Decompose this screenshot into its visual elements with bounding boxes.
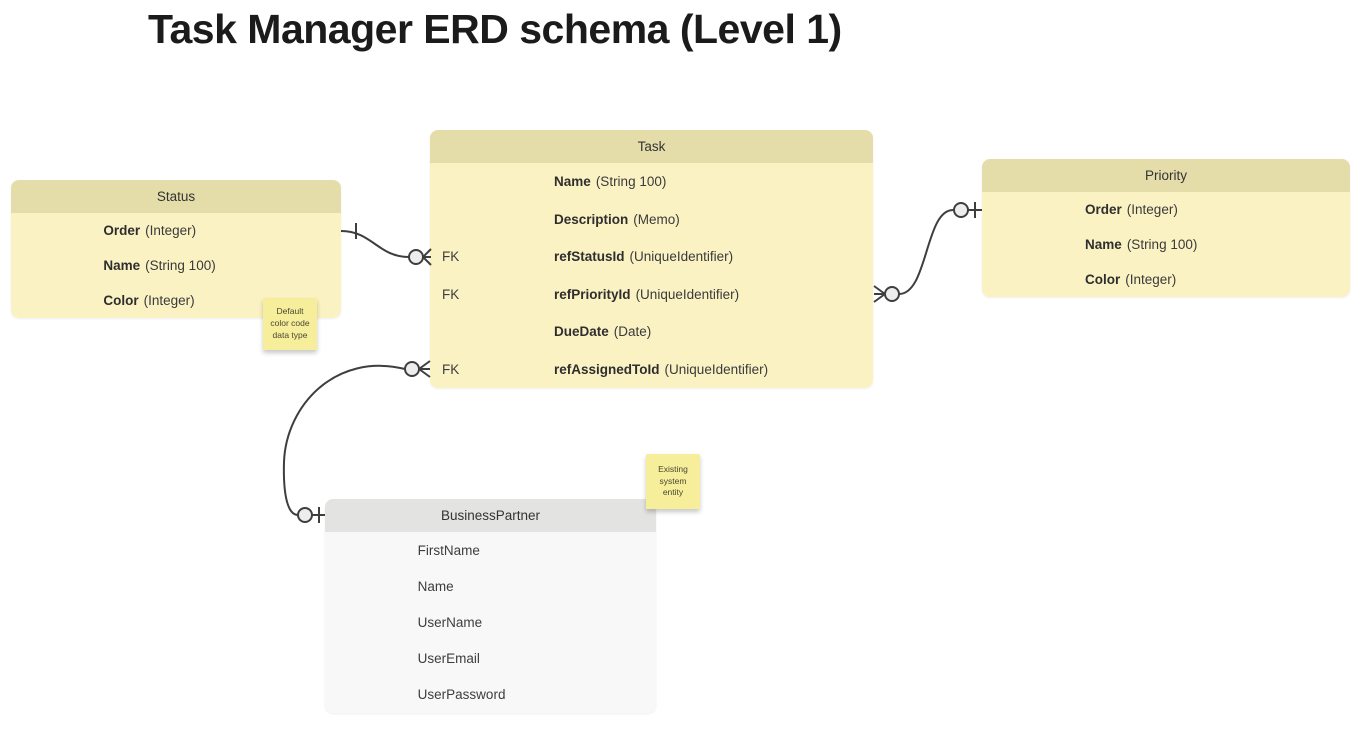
- entity-businesspartner[interactable]: BusinessPartner FirstName Name UserName …: [325, 499, 656, 713]
- field-name: refPriorityId: [554, 286, 631, 302]
- field-row: Description (Memo): [430, 201, 873, 239]
- field-name: UserEmail: [417, 651, 480, 667]
- entity-status[interactable]: Status Order (Integer) Name (String 100)…: [11, 180, 341, 318]
- field-name: Name: [554, 174, 591, 190]
- field-row: Name (String 100): [11, 248, 341, 283]
- zero-circle-marker: [297, 507, 313, 523]
- field-name: Name: [1085, 237, 1122, 252]
- diagram-title: Task Manager ERD schema (Level 1): [148, 6, 842, 52]
- entity-status-body: Order (Integer) Name (String 100) Color …: [11, 213, 341, 318]
- field-name: Name: [103, 258, 141, 273]
- connector-task-priority[interactable]: [873, 202, 982, 303]
- crows-foot-marker: [418, 360, 431, 378]
- field-name: Order: [103, 223, 141, 238]
- field-row: Name (String 100): [982, 227, 1350, 262]
- zero-circle-marker: [408, 249, 424, 265]
- field-name: refAssignedToId: [554, 361, 660, 377]
- zero-circle-marker: [884, 286, 900, 302]
- fk-badge: FK: [442, 361, 460, 377]
- connector-task-businesspartner[interactable]: [282, 360, 431, 523]
- field-row: FirstName: [325, 532, 656, 568]
- connector-line[interactable]: [340, 230, 410, 258]
- field-row: Color (Integer): [11, 283, 341, 318]
- note-existing-system-entity[interactable]: Existing system entity: [646, 454, 700, 509]
- connector-status-task[interactable]: [340, 223, 432, 266]
- entity-title: Status: [156, 189, 196, 204]
- field-row: UserPassword: [325, 677, 656, 713]
- field-type: (UniqueIdentifier): [629, 249, 734, 265]
- field-row: Order (Integer): [982, 192, 1350, 227]
- field-name: Order: [1085, 202, 1122, 217]
- field-row: UserName: [325, 604, 656, 640]
- crows-foot-marker: [873, 285, 886, 303]
- crows-foot-marker: [422, 248, 432, 266]
- entity-task[interactable]: Task Name (String 100) Description (Memo…: [430, 130, 873, 388]
- entity-title: Task: [637, 139, 666, 154]
- entity-title: BusinessPartner: [440, 508, 541, 523]
- field-name: Color: [103, 293, 139, 308]
- connector-line[interactable]: [282, 364, 406, 516]
- field-name: Description: [554, 211, 629, 227]
- field-name: DueDate: [554, 324, 609, 340]
- field-row: Name (String 100): [430, 163, 873, 201]
- entity-status-header: Status: [11, 180, 341, 213]
- entity-task-body: Name (String 100) Description (Memo) FK …: [430, 163, 873, 388]
- field-type: (Integer): [143, 293, 195, 308]
- entity-businesspartner-body: FirstName Name UserName UserEmail UserPa…: [325, 532, 656, 713]
- field-type: (String 100): [1126, 237, 1198, 252]
- field-row: Order (Integer): [11, 213, 341, 248]
- field-row: DueDate (Date): [430, 313, 873, 351]
- field-type: (Memo): [633, 211, 680, 227]
- note-default-color-code[interactable]: Default color code data type: [263, 298, 317, 350]
- field-type: (UniqueIdentifier): [664, 361, 769, 377]
- zero-circle-marker: [404, 361, 420, 377]
- field-row: FK refPriorityId (UniqueIdentifier): [430, 276, 873, 314]
- field-type: (String 100): [595, 174, 667, 190]
- field-type: (String 100): [145, 258, 216, 273]
- field-name: UserName: [417, 614, 483, 630]
- field-name: Color: [1085, 272, 1121, 287]
- fk-badge: FK: [442, 249, 460, 265]
- field-name: UserPassword: [417, 687, 506, 703]
- entity-priority-header: Priority: [982, 159, 1350, 192]
- entity-title: Priority: [1144, 168, 1187, 183]
- field-row: Name: [325, 568, 656, 604]
- entity-priority[interactable]: Priority Order (Integer) Name (String 10…: [982, 159, 1350, 297]
- field-type: (UniqueIdentifier): [635, 286, 740, 302]
- fk-badge: FK: [442, 286, 460, 302]
- entity-businesspartner-header: BusinessPartner: [325, 499, 656, 532]
- entity-task-header: Task: [430, 130, 873, 163]
- field-name: FirstName: [417, 542, 480, 558]
- entity-priority-body: Order (Integer) Name (String 100) Color …: [982, 192, 1350, 297]
- field-row: Color (Integer): [982, 262, 1350, 297]
- field-name: refStatusId: [554, 249, 625, 265]
- field-row: FK refAssignedToId (UniqueIdentifier): [430, 351, 873, 389]
- field-type: (Integer): [1125, 272, 1177, 287]
- field-row: UserEmail: [325, 641, 656, 677]
- field-type: (Integer): [1126, 202, 1178, 217]
- field-type: (Date): [613, 324, 652, 340]
- field-row: FK refStatusId (UniqueIdentifier): [430, 238, 873, 276]
- zero-circle-marker: [953, 202, 969, 218]
- connector-line[interactable]: [898, 209, 954, 295]
- field-name: Name: [417, 578, 454, 594]
- field-type: (Integer): [145, 223, 197, 238]
